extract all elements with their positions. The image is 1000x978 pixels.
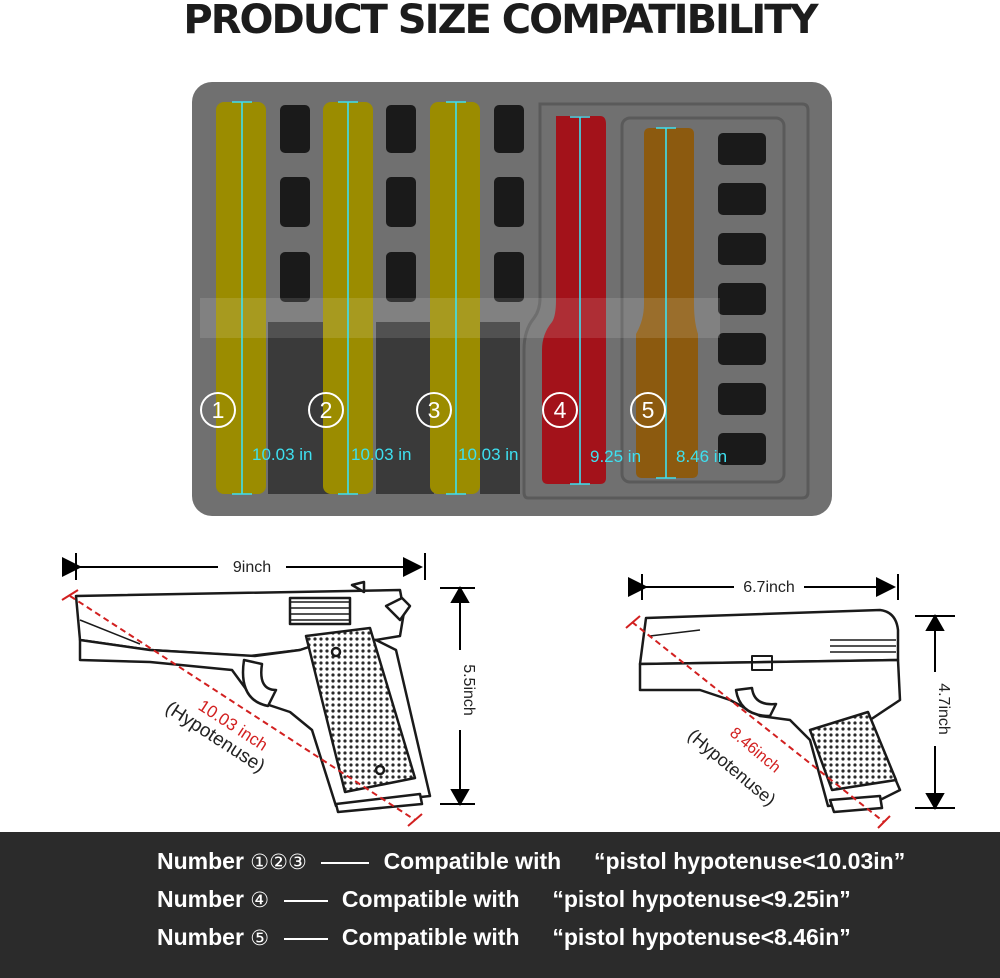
right-hypotenuse — [631, 621, 885, 823]
inner-compartment — [620, 116, 786, 484]
measure-lines — [232, 101, 676, 495]
compat-row-numbers: ④ — [250, 888, 270, 912]
mag-cutouts-left — [280, 105, 524, 302]
right-width-label: 6.7inch — [743, 579, 795, 596]
slot-3-number: 3 — [428, 397, 441, 423]
compat-row-4: Number ④ Compatible with “pistol hypoten… — [157, 884, 851, 914]
right-height-label: 4.7inch — [935, 683, 952, 735]
slot-5 — [636, 128, 698, 478]
compat-row-dash — [283, 937, 328, 940]
slot-2-measure: 10.03 in — [351, 445, 412, 464]
foam-tray: 1 2 3 4 5 10.03 in 10.03 in 10.03 in 9.2… — [192, 82, 832, 516]
tray-floor-2 — [376, 322, 434, 494]
compat-row-rule: “pistol hypotenuse<8.46in” — [552, 924, 851, 950]
slot-4 — [542, 116, 606, 484]
compat-row-rule: “pistol hypotenuse<10.03in” — [593, 848, 906, 874]
tray-floor-1 — [268, 322, 330, 494]
compat-row-numbers: ⑤ — [250, 926, 270, 950]
pistol-left — [74, 580, 432, 814]
slot-4-number: 4 — [554, 397, 567, 423]
compat-row-compat: Compatible with — [341, 924, 520, 950]
slot-4-measure: 9.25 in — [590, 447, 641, 466]
page-title: PRODUCT SIZE COMPATIBILITY — [183, 0, 818, 43]
left-hypotenuse — [69, 595, 416, 821]
left-width-label: 9inch — [233, 559, 271, 576]
left-dimensions — [62, 553, 475, 807]
compat-row-123: Number ①②③ Compatible with “pistol hypot… — [157, 846, 905, 876]
compat-row-rule: “pistol hypotenuse<9.25in” — [552, 886, 851, 912]
right-dimensions — [628, 574, 955, 811]
slot-1-measure: 10.03 in — [252, 445, 313, 464]
compat-row-dash — [283, 899, 328, 902]
tray-floor-3 — [480, 322, 520, 494]
foam-band — [200, 298, 720, 338]
slot-5-number: 5 — [642, 397, 655, 423]
compat-row-compat: Compatible with — [383, 848, 562, 874]
compat-row-5: Number ⑤ Compatible with “pistol hypoten… — [157, 922, 851, 952]
compat-row-label: Number — [157, 924, 244, 950]
slot-number-circles — [200, 392, 666, 428]
compatibility-bar: Number ①②③ Compatible with “pistol hypot… — [0, 832, 1000, 978]
mag-cutouts-right — [718, 133, 766, 465]
pistol-diagrams: 9inch 5.5inch 10.03 inch (Hypotenuse) 6.… — [61, 553, 955, 829]
slot-1-number: 1 — [212, 397, 225, 423]
slot-2-number: 2 — [320, 397, 333, 423]
compat-row-label: Number — [157, 848, 244, 874]
compat-row-numbers: ①②③ — [250, 850, 307, 874]
compat-row-label: Number — [157, 886, 244, 912]
pistol-right — [638, 608, 902, 814]
compat-row-compat: Compatible with — [341, 886, 520, 912]
slot-3-measure: 10.03 in — [458, 445, 519, 464]
compat-row-dash — [321, 861, 370, 864]
outer-compartment — [522, 102, 810, 500]
slot-5-measure: 8.46 in — [676, 447, 727, 466]
left-height-label: 5.5inch — [460, 664, 477, 716]
